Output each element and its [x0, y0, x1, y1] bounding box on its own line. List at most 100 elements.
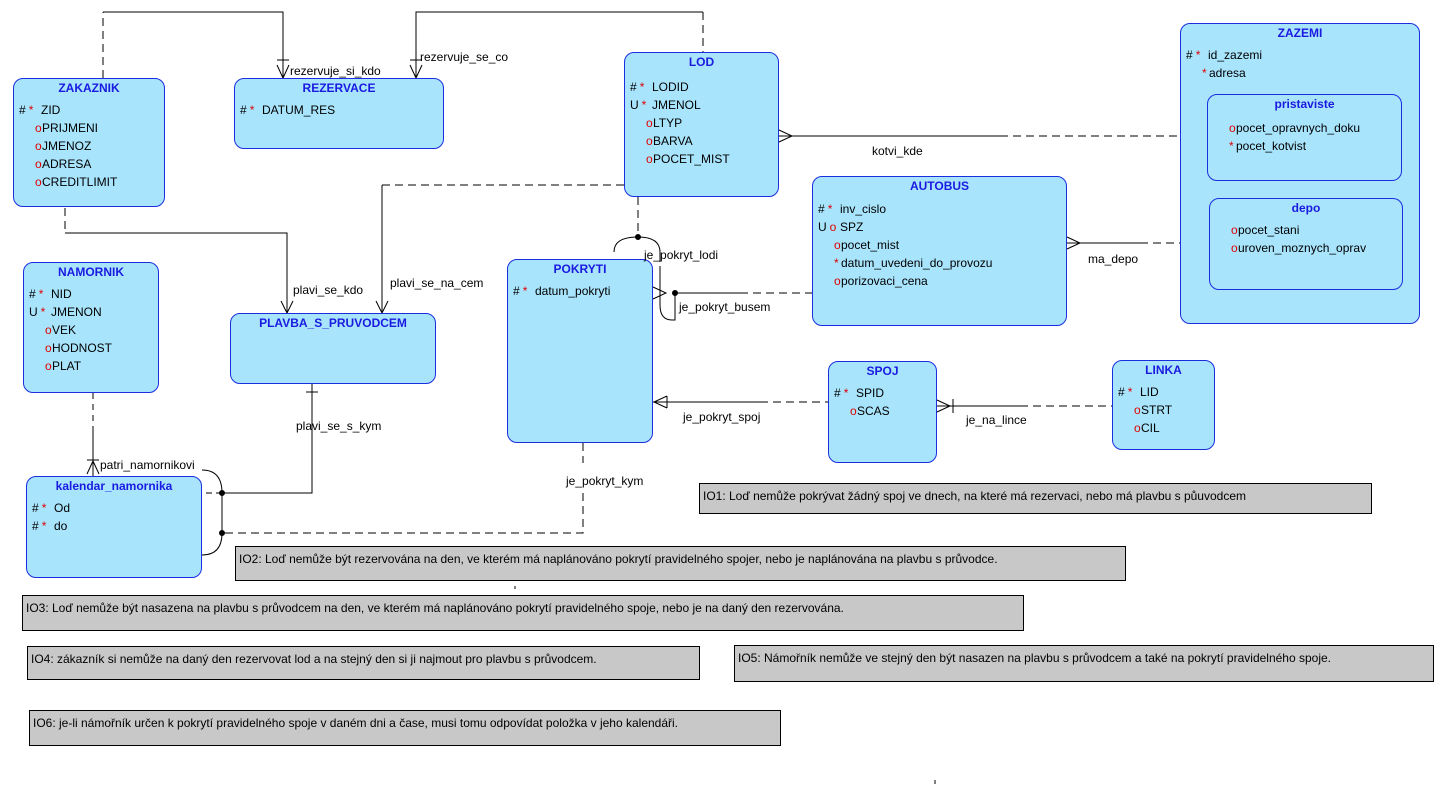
mandatory-marker: * [843, 386, 849, 400]
optional-marker: o [1231, 241, 1238, 255]
attribute-markers: o [643, 132, 653, 150]
attribute-list: #* Od #* do [27, 499, 201, 535]
entity-title: LOD [688, 55, 715, 69]
attribute-row: #* do [27, 517, 201, 535]
attribute-markers: o [643, 114, 653, 132]
rel-je-pokryt-spoj: je_pokryt_spoj [683, 410, 761, 424]
key-marker: # [29, 287, 36, 301]
attribute-row: U*JMENOL [625, 96, 778, 114]
attribute-name: porizovaci_cena [841, 274, 928, 288]
rel-patri-namornikovi: patri_namornikovi [100, 458, 195, 472]
attribute-markers: o [1228, 239, 1238, 257]
attribute-markers: * [1226, 137, 1234, 155]
rel-je-na-lince: je_na_lince [966, 413, 1027, 427]
entity-title: NAMORNIK [58, 265, 124, 279]
key-marker: U [818, 220, 827, 234]
key-marker: U [630, 98, 639, 112]
attribute-name: do [54, 519, 68, 533]
entity-kalendar-namornika[interactable]: kalendar_namornika #* Od #* do [26, 476, 202, 578]
rel-rezervuje-se-co: rezervuje_se_co [420, 50, 509, 64]
rel-je-pokryt-lodi: je_pokryt_lodi [644, 248, 719, 262]
mandatory-marker: * [834, 256, 839, 270]
attribute-markers: o [643, 150, 653, 168]
mandatory-marker: * [40, 305, 46, 319]
attribute-markers: o [1228, 221, 1238, 239]
attribute-row: #*NID [24, 285, 158, 303]
attribute-row: #* ZID [14, 101, 164, 119]
attribute-name: pocet_kotvist [1236, 139, 1307, 153]
optional-marker: o [834, 238, 841, 252]
optional-marker: o [35, 121, 42, 135]
attribute-markers: o [831, 272, 841, 290]
attribute-name: pocet_stani [1238, 223, 1300, 237]
attribute-name: Od [54, 501, 71, 515]
note-io6: IO6: je-li námořník určen k pokrytí prav… [29, 710, 781, 746]
attribute-row: U* JMENON [24, 303, 158, 321]
attribute-name: PRIJMENI [42, 121, 99, 135]
attribute-row: *adresa [1181, 64, 1419, 82]
attribute-list: #*DATUM_RES [235, 101, 443, 119]
optional-marker: o [829, 220, 837, 234]
note-io2: IO2: Loď nemůže být rezervována na den, … [235, 546, 1126, 581]
key-marker: U [29, 305, 38, 319]
entity-rezervace[interactable]: REZERVACE #*DATUM_RES [234, 78, 444, 149]
key-marker: # [19, 103, 26, 117]
attribute-name: LODID [652, 80, 689, 94]
attribute-name: LID [1140, 385, 1159, 399]
entity-title: REZERVACE [302, 81, 376, 95]
attribute-name: ZID [41, 103, 61, 117]
key-marker: # [240, 103, 247, 117]
attribute-markers: o [32, 119, 42, 137]
attribute-name: datum_uvedeni_do_provozu [841, 256, 993, 270]
optional-marker: o [45, 341, 52, 355]
attribute-name: STRT [1141, 403, 1173, 417]
attribute-markers: o [1226, 119, 1236, 137]
attribute-row: #*DATUM_RES [235, 101, 443, 119]
mandatory-marker: * [1202, 66, 1207, 80]
mandatory-marker: * [1127, 385, 1133, 399]
attribute-row: *pocet_kotvist [1208, 137, 1401, 155]
note-io5: IO5: Námořník nemůže ve stejný den být n… [734, 645, 1434, 682]
entity-title: kalendar_namornika [55, 479, 173, 493]
optional-marker: o [35, 157, 42, 171]
note-io3: IO3: Loď nemůže být nasazena na plavbu s… [22, 595, 1024, 631]
attribute-markers: #* [19, 101, 33, 119]
attribute-name: pocet_opravnych_doku [1236, 121, 1361, 135]
mandatory-marker: * [41, 501, 47, 515]
optional-marker: o [45, 323, 52, 337]
entity-plavba-s-pruvodcem[interactable]: PLAVBA_S_PRUVODCEM [230, 313, 436, 384]
attribute-name: NID [51, 287, 72, 301]
entity-title: depo [1291, 201, 1321, 215]
note-text: IO2: Loď nemůže být rezervována na den, … [239, 552, 998, 566]
attribute-markers: #* [513, 282, 527, 300]
attribute-name: adresa [1209, 66, 1246, 80]
entity-pokryti[interactable]: POKRYTI #*datum_pokryti [507, 259, 653, 443]
attribute-markers: * [831, 254, 839, 272]
attribute-name: JMENON [51, 305, 102, 319]
attribute-markers: #* [240, 101, 254, 119]
note-io1: IO1: Loď nemůže pokrývat žádný spoj ve d… [699, 483, 1372, 514]
attribute-markers: #* [32, 517, 46, 535]
mandatory-marker: * [1195, 48, 1201, 62]
attribute-name: datum_pokryti [535, 284, 611, 298]
rel-plavi-se-kdo: plavi_se_kdo [293, 283, 364, 297]
entity-title: PLAVBA_S_PRUVODCEM [259, 316, 407, 330]
attribute-markers: o [1131, 419, 1141, 437]
note-text: IO4: zákazník si nemůže na daný den reze… [31, 652, 597, 666]
